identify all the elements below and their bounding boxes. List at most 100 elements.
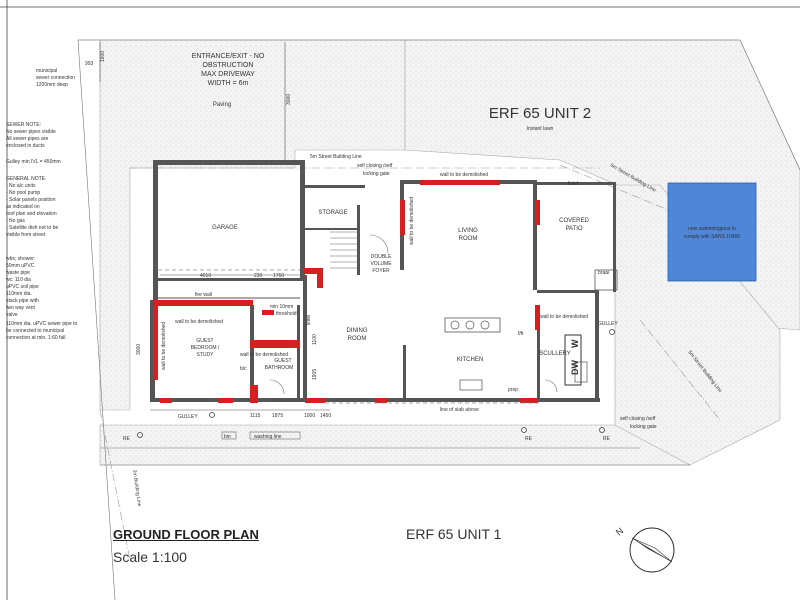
gulley-marker-1 — [209, 412, 215, 418]
room-storage: STORAGE — [318, 210, 347, 216]
gen-4: - Solar panels position — [6, 197, 56, 203]
gulley-label-1: GULLEY — [178, 414, 198, 420]
demolish-wall-14 — [262, 310, 274, 315]
pipe-8: two way vent — [6, 305, 36, 311]
door-swing-1 — [369, 234, 389, 254]
stair-wall — [357, 205, 360, 275]
drain-marker-3 — [599, 427, 605, 433]
sewer-4: enclosed in ducts — [6, 143, 45, 149]
gen-9: visible from street — [6, 232, 46, 238]
lintel-label-2: lintel — [306, 315, 312, 325]
room-dv-3: FOYER — [372, 268, 390, 274]
w-label: W — [570, 339, 580, 348]
room-bath-2: BATHROOM — [265, 365, 294, 371]
gen-2: - No a/c units — [6, 183, 36, 189]
instant-lawn: Instant lawn — [527, 126, 554, 132]
municipal-2: sewer connection — [36, 75, 75, 81]
demolish-label-guest-v: wall to be demolished — [161, 322, 167, 370]
re-label-3: RE — [603, 436, 611, 442]
erf-unit2-title: ERF 65 UNIT 2 — [489, 105, 591, 122]
dim-1875: 1875 — [272, 413, 283, 419]
gen-1: GENERAL NOTE: — [6, 176, 46, 182]
dim-1760: 1760 — [273, 273, 284, 279]
bath-right-wall — [297, 305, 300, 400]
bin-label: bin — [224, 434, 231, 440]
door-swing-2 — [269, 379, 285, 395]
pool-label-1: new swimmingpool to — [688, 226, 736, 232]
dim-3000b: 3000 — [136, 344, 142, 355]
room-scullery: SCULLERY — [539, 351, 571, 357]
line-slab-label: line of slab above — [440, 407, 479, 413]
guest-right-wall — [250, 305, 254, 400]
gate-right-1: self closing /self — [620, 416, 656, 422]
dim-230: 230 — [254, 273, 263, 279]
room-dining-2: ROOM — [348, 336, 367, 342]
dim-1115: 1115 — [250, 413, 261, 419]
demolish-wall-11 — [305, 398, 325, 403]
stool-3 — [480, 320, 490, 330]
scullery-left-wall — [537, 330, 540, 400]
room-living-2: ROOM — [459, 236, 478, 242]
demolish-wall-8 — [250, 385, 258, 403]
stool-2 — [465, 320, 475, 330]
braai — [594, 269, 618, 291]
pipe-5: uPVC soil pipe — [6, 284, 39, 290]
demolish-wall-4 — [153, 305, 158, 380]
sewer-5: Gulley min IVL = 450mm — [6, 159, 61, 165]
lintel-label-1: lintel — [568, 181, 578, 187]
left-wall-lower — [150, 300, 155, 400]
demolish-wall-9 — [535, 305, 540, 330]
dishwasher-washer — [564, 334, 582, 386]
dim-4010: 4010 — [200, 273, 211, 279]
street-building-line-diag — [559, 164, 681, 216]
pipe-4: wc: 110 dia — [6, 277, 31, 283]
dim-1600: 1600 — [100, 51, 106, 62]
demolish-label-living: wall to be demolished — [409, 197, 415, 245]
storage-wall — [305, 228, 357, 230]
demolish-wall-13 — [520, 398, 538, 403]
ff-label: f/fr — [518, 331, 524, 337]
fire-wall-label: fire wall — [195, 292, 212, 298]
demolish-label-guest: wall to be demolished — [175, 319, 223, 325]
room-dining-1: DINING — [347, 328, 368, 334]
demolish-label-bath: wall to be demolished — [240, 352, 288, 358]
north-arrow — [629, 527, 675, 573]
demolish-wall-3 — [153, 300, 253, 306]
pool-label-2: comply with SANS 10400 — [684, 234, 741, 240]
threshold-2: threshold — [276, 311, 297, 317]
dining-kitchen-wall — [403, 345, 406, 400]
demolish-label-top: wall to be demolished — [440, 172, 488, 178]
pipe-11: be connected to municipal — [6, 328, 64, 334]
scullery-top-wall — [537, 290, 597, 293]
room-kitchen: KITCHEN — [457, 357, 483, 363]
gen-8: - Satellite dish not to be — [6, 225, 58, 231]
re-label-1: RE — [123, 436, 131, 442]
room-guest-2: BEDROOM / — [191, 345, 220, 351]
pipe-12: connection at min. 1:60 fall — [6, 335, 65, 341]
demolish-wall-7 — [250, 340, 300, 348]
gen-7: - No gas — [6, 218, 25, 224]
demolish-wall-1 — [420, 180, 500, 185]
washing-line — [249, 431, 301, 440]
gate-right-2: locking gate — [630, 424, 657, 430]
dim-993: 993 — [85, 61, 94, 67]
pipe-6: 110mm dia. — [6, 291, 32, 297]
demolish-wall-6 — [317, 268, 323, 288]
sewer-2: No sewer pipes visible — [6, 129, 56, 135]
demolish-label-patio: wall to be demolished — [540, 314, 588, 320]
building-line-2m — [99, 409, 131, 561]
kitchen-island — [444, 317, 501, 333]
pipe-9: valve — [6, 312, 18, 318]
dim-1100: 1100 — [312, 334, 318, 345]
dw-label: DW — [570, 360, 580, 375]
garage-wall-right — [300, 160, 305, 280]
pipe-10: 110mm dia. uPVC sewer pipe to — [6, 321, 78, 327]
room-living-1: LIVING — [458, 228, 478, 234]
braai-label: braai — [598, 270, 609, 276]
house-wall-top-left — [305, 185, 365, 188]
building-line-2m: 2m Building Line — [131, 469, 142, 507]
living-right-wall — [533, 180, 537, 290]
scullery-right-wall — [595, 290, 599, 400]
room-dv-2: VOLUME — [370, 261, 392, 267]
